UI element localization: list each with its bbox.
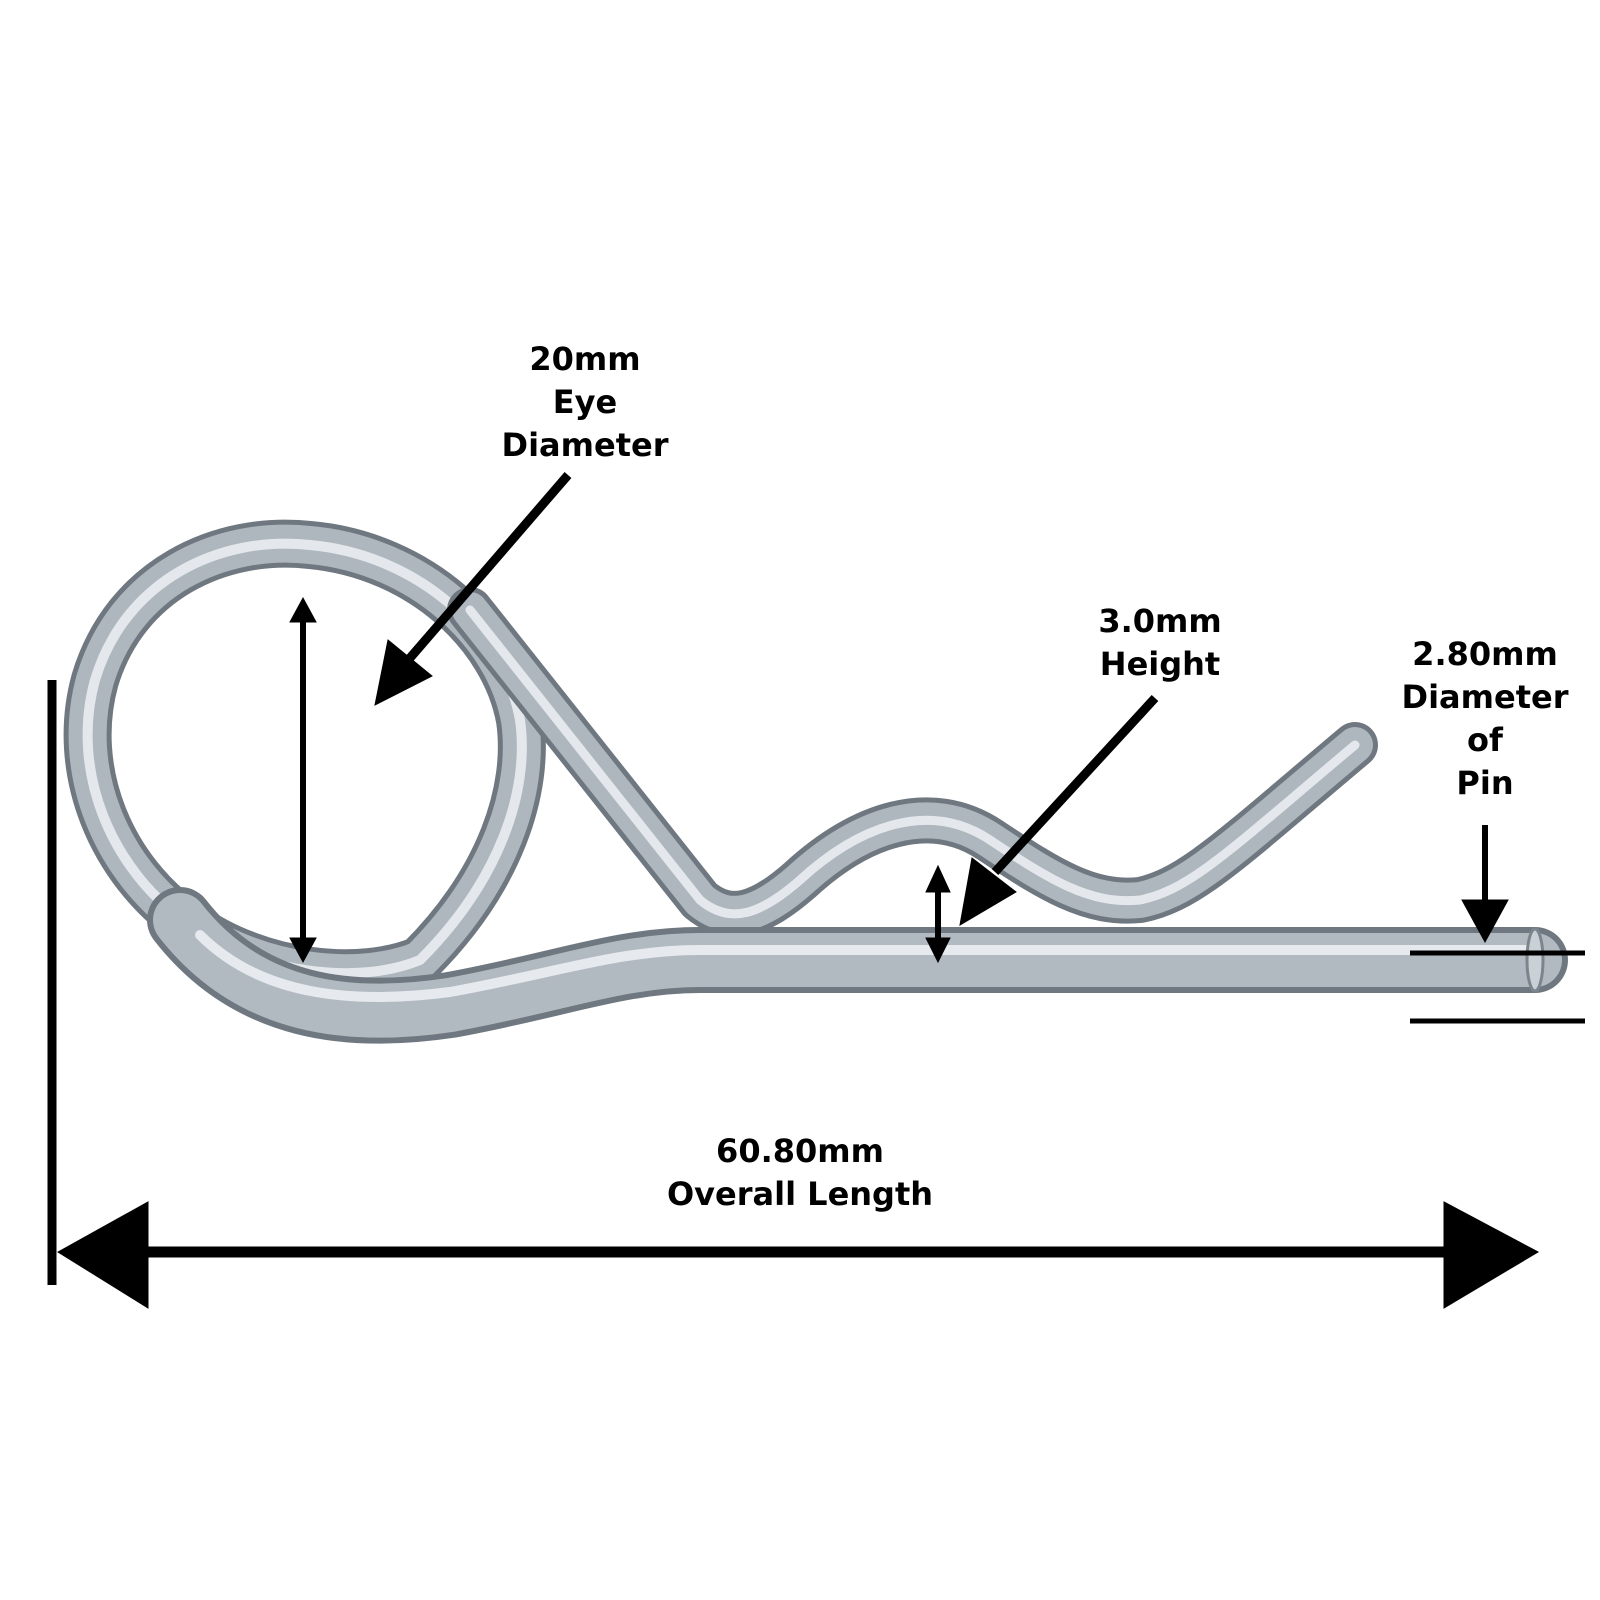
eye-leader-arrow	[374, 472, 572, 706]
eye-diameter-text-1: Eye	[552, 383, 618, 421]
height-leader-arrow	[959, 694, 1159, 926]
pin-diameter-label: 2.80mm Diameter of Pin	[1370, 633, 1600, 805]
overall-length-value: 60.80mm	[716, 1132, 884, 1170]
clip-wave-leg	[447, 587, 1378, 937]
eye-diameter-arrow	[289, 596, 317, 964]
height-value: 3.0mm	[1098, 602, 1222, 640]
eye-diameter-value: 20mm	[529, 340, 641, 378]
overall-length-label: 60.80mm Overall Length	[580, 1130, 1020, 1216]
height-text: Height	[1099, 645, 1221, 683]
pin-diameter-text-2: of	[1467, 721, 1503, 759]
eye-diameter-label: 20mm Eye Diameter	[470, 338, 700, 467]
pin-diameter-value: 2.80mm	[1412, 635, 1558, 673]
pin-diameter-indicator	[1410, 825, 1585, 1024]
pin-diameter-text-3: Pin	[1456, 764, 1514, 802]
hitch-pin-clip	[63, 519, 1568, 1044]
overall-length-arrow	[47, 680, 1540, 1309]
eye-diameter-text-2: Diameter	[501, 426, 669, 464]
clip-straight-pin	[147, 887, 1568, 1044]
pin-diameter-text-1: Diameter	[1401, 678, 1569, 716]
height-arrow	[925, 864, 951, 964]
height-label: 3.0mm Height	[1060, 600, 1260, 686]
overall-length-text: Overall Length	[666, 1175, 934, 1213]
